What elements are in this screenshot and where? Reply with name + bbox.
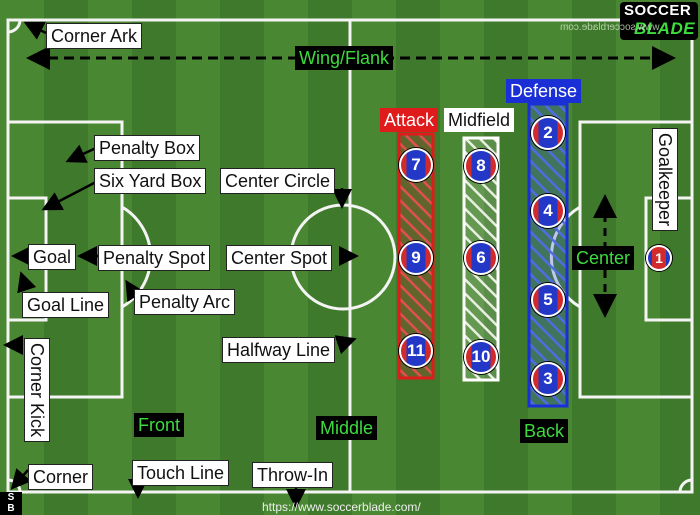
player-10: 10: [464, 340, 498, 374]
label-front: Front: [134, 413, 185, 437]
label-halfway-line: Halfway Line: [222, 337, 336, 363]
label-penalty-arc: Penalty Arc: [134, 289, 236, 315]
player-2: 2: [531, 116, 565, 150]
label-throw-in: Throw-In: [252, 462, 334, 488]
zone-label-defense: Defense: [506, 79, 582, 103]
footer-url: https://www.soccerblade.com/: [262, 500, 421, 514]
label-penalty-spot: Penalty Spot: [98, 245, 211, 271]
zone-label-midfield: Midfield: [444, 108, 515, 132]
mirrored-watermark: www.soccerblade.com: [560, 22, 660, 33]
label-wing-flank: Wing/Flank: [295, 46, 394, 70]
badge-top-letter: S: [7, 492, 15, 503]
player-11: 11: [399, 334, 433, 368]
label-goal-line: Goal Line: [22, 292, 110, 318]
label-center: Center: [572, 246, 635, 270]
label-corner-kick: Corner Kick: [24, 338, 50, 443]
logo-line-1: SOCCER: [624, 2, 692, 19]
label-corner-ark: Corner Ark: [46, 23, 143, 49]
label-center-circle: Center Circle: [220, 168, 336, 194]
player-1-goalkeeper: 1: [646, 245, 672, 271]
soccerblade-badge: S B: [0, 492, 22, 515]
label-middle: Middle: [316, 416, 378, 440]
label-goal: Goal: [28, 244, 77, 270]
player-6: 6: [464, 241, 498, 275]
label-touch-line: Touch Line: [132, 460, 230, 486]
player-3: 3: [531, 362, 565, 396]
logo-line-2: BLADE: [634, 19, 696, 38]
label-goalkeeper: Goalkeeper: [652, 128, 678, 232]
label-back: Back: [520, 419, 569, 443]
zone-label-attack: Attack: [380, 108, 439, 132]
player-7: 7: [399, 148, 433, 182]
label-center-spot: Center Spot: [226, 245, 333, 271]
player-8: 8: [464, 149, 498, 183]
label-penalty-box: Penalty Box: [94, 135, 201, 161]
defense-zone-box: [527, 102, 569, 408]
label-corner: Corner: [28, 464, 94, 490]
label-six-yard-box: Six Yard Box: [94, 168, 207, 194]
player-4: 4: [531, 194, 565, 228]
soccerblade-logo: SOCCER BLADE: [620, 2, 698, 40]
player-9: 9: [399, 241, 433, 275]
badge-bottom-letter: B: [7, 503, 15, 514]
player-5: 5: [531, 283, 565, 317]
